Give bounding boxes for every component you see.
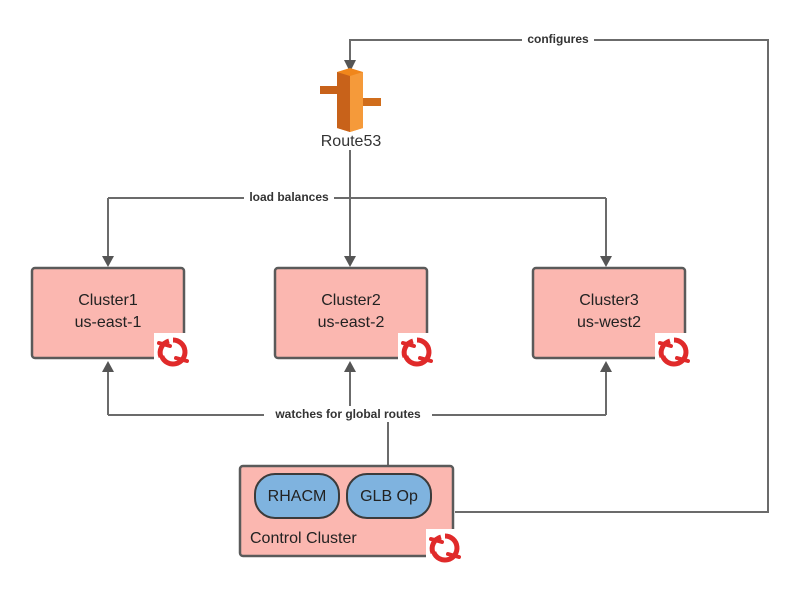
route53-label: Route53 <box>321 133 382 150</box>
cluster-node-3: Cluster3 us-west2 <box>531 266 693 371</box>
load-balances-arrowhead-1 <box>102 256 114 267</box>
openshift-icon <box>655 333 693 371</box>
watches-arrowhead-3 <box>600 361 612 372</box>
cluster-name: Cluster2 <box>321 292 381 309</box>
watches-arrowhead-1 <box>102 361 114 372</box>
control-cluster-node: RHACM GLB Op Control Cluster <box>238 464 464 567</box>
cluster-name: Cluster3 <box>579 292 639 309</box>
control-cluster-label: Control Cluster <box>250 530 357 547</box>
cluster-region: us-west2 <box>577 314 641 331</box>
rhacm-label: RHACM <box>268 488 327 505</box>
cluster-region: us-east-1 <box>75 314 142 331</box>
load-balances-edge <box>107 150 607 258</box>
configures-label: configures <box>527 32 589 46</box>
configures-edge <box>349 39 769 513</box>
route53-icon <box>320 68 381 132</box>
cluster-region: us-east-2 <box>318 314 385 331</box>
rhacm-component <box>254 473 340 519</box>
load-balances-arrowhead-2 <box>344 256 356 267</box>
cluster-node-1: Cluster1 us-east-1 <box>30 266 192 371</box>
watches-arrowhead-2 <box>344 361 356 372</box>
cluster-node-2: Cluster2 us-east-2 <box>273 266 436 371</box>
cluster-name: Cluster1 <box>78 292 138 309</box>
openshift-icon <box>398 333 436 371</box>
load-balances-arrowhead-3 <box>600 256 612 267</box>
openshift-icon <box>426 529 464 567</box>
configures-arrowhead <box>344 60 356 72</box>
glb-op-label: GLB Op <box>360 488 418 505</box>
load-balances-label: load balances <box>249 190 329 204</box>
openshift-icon <box>154 333 192 371</box>
watches-label: watches for global routes <box>274 407 421 421</box>
glb-op-component <box>346 473 432 519</box>
